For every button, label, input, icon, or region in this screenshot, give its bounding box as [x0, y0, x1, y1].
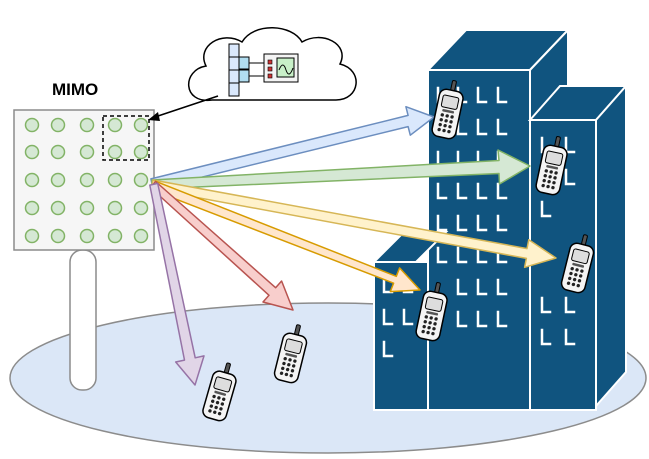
selected-subarray	[102, 115, 150, 161]
building-icon	[371, 27, 629, 411]
cloud-connector-arrow	[148, 95, 219, 121]
beam-purple	[149, 182, 205, 386]
beam-yellow	[150, 179, 557, 269]
signal-generator-icon	[263, 53, 299, 83]
antenna-array-icon	[13, 109, 155, 251]
beam-green	[151, 149, 531, 190]
beam-red	[149, 180, 294, 311]
antenna-pole	[69, 249, 97, 391]
mimo-label: MIMO	[52, 80, 99, 99]
beam-orange	[151, 180, 421, 293]
